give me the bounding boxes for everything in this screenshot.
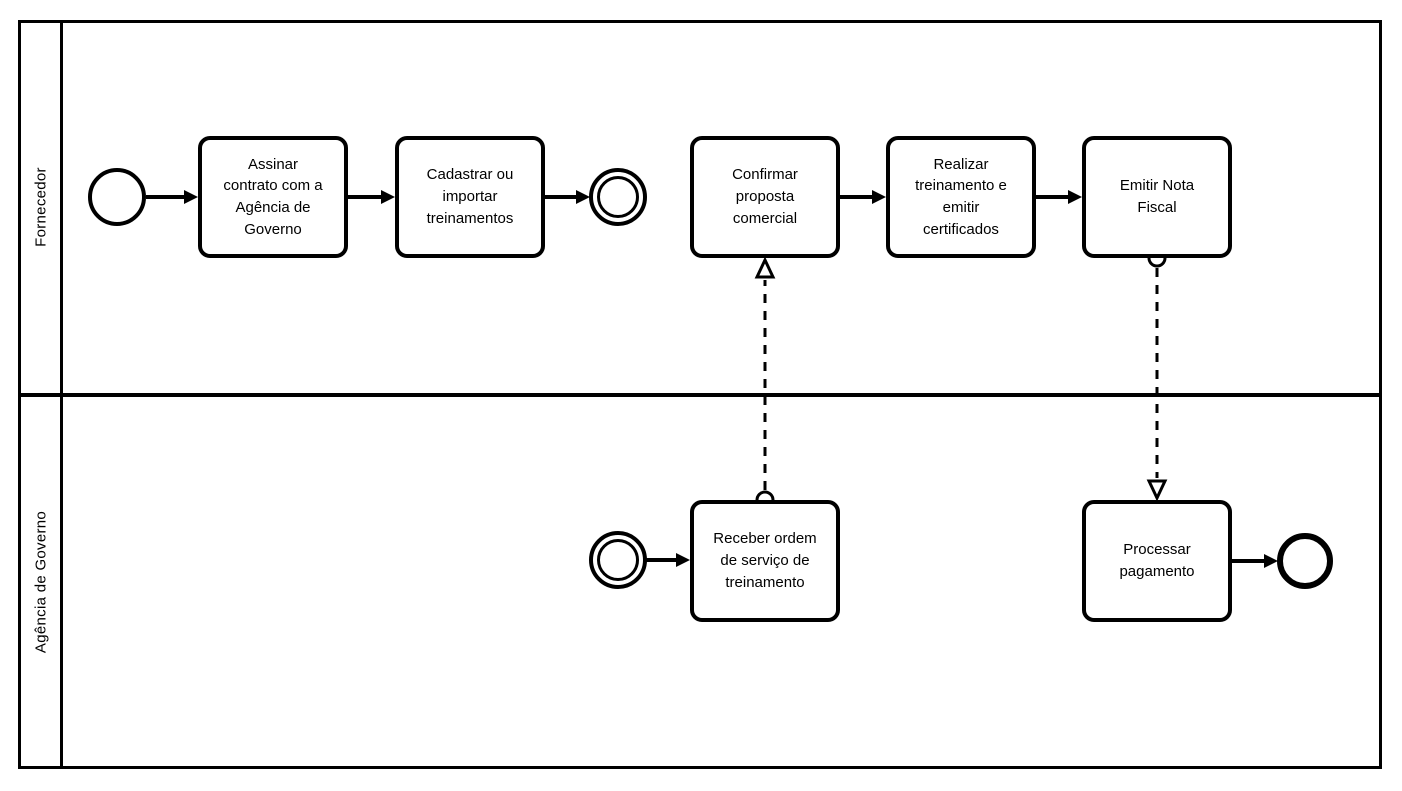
- task-processar-pagamento[interactable]: Processar pagamento: [1082, 500, 1232, 622]
- lane-divider: [18, 393, 1382, 397]
- end-event-cadastro[interactable]: [589, 168, 647, 226]
- task-label: Emitir Nota Fiscal: [1119, 177, 1195, 216]
- task-label: Receber ordem de serviço de treinamento: [713, 530, 817, 591]
- task-label: Confirmar proposta comercial: [732, 166, 798, 227]
- start-event-agencia[interactable]: [589, 531, 647, 589]
- lane-label-fornecedor: Fornecedor: [32, 167, 50, 247]
- task-label: Cadastrar ou importar treinamentos: [426, 166, 514, 227]
- event-inner-ring: [597, 539, 639, 581]
- task-confirmar-proposta[interactable]: Confirmar proposta comercial: [690, 136, 840, 258]
- task-receber-ordem[interactable]: Receber ordem de serviço de treinamento: [690, 500, 840, 622]
- task-assinar-contrato[interactable]: Assinar contrato com a Agência de Govern…: [198, 136, 348, 258]
- task-label: Assinar contrato com a Agência de Govern…: [223, 155, 323, 238]
- task-emitir-nota-fiscal[interactable]: Emitir Nota Fiscal: [1082, 136, 1232, 258]
- start-event-fornecedor[interactable]: [88, 168, 146, 226]
- end-event-agencia[interactable]: [1277, 533, 1333, 589]
- task-cadastrar-treinamentos[interactable]: Cadastrar ou importar treinamentos: [395, 136, 545, 258]
- task-realizar-treinamento[interactable]: Realizar treinamento e emitir certificad…: [886, 136, 1036, 258]
- task-label: Processar pagamento: [1119, 541, 1195, 580]
- task-label: Realizar treinamento e emitir certificad…: [915, 155, 1007, 238]
- lane-label-agencia-de-governo: Agência de Governo: [32, 510, 50, 654]
- event-inner-ring: [597, 176, 639, 218]
